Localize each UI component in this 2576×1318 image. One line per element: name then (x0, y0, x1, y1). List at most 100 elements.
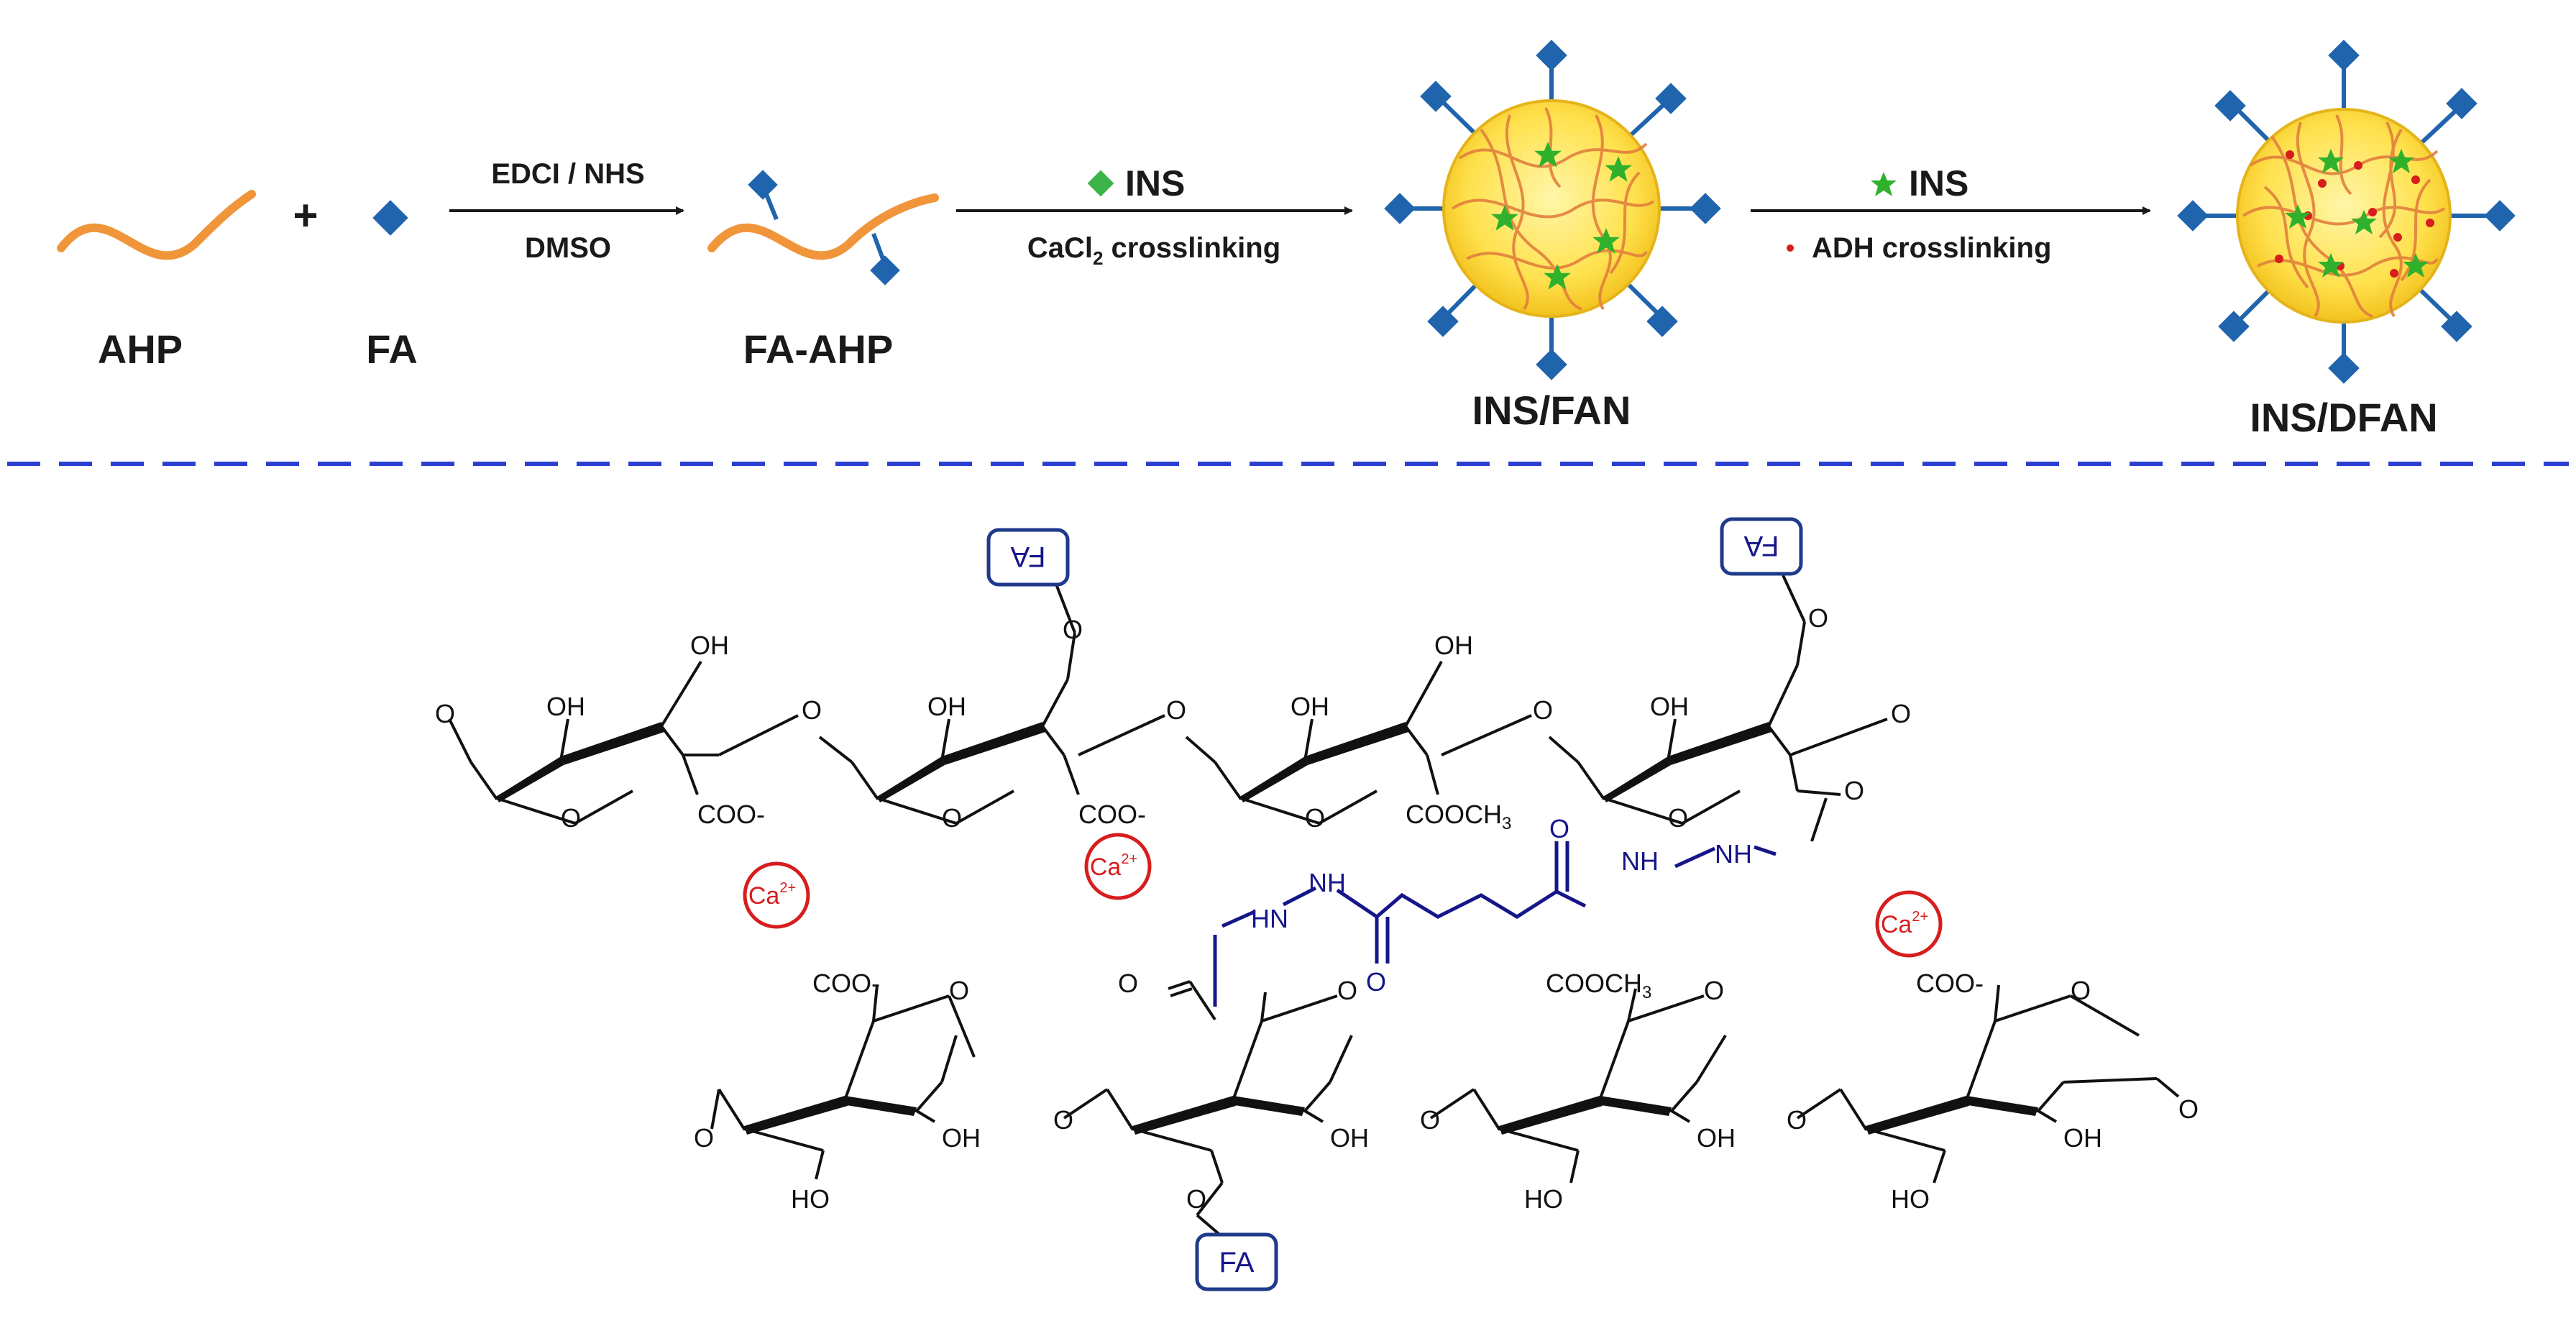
adh-crosslinker (1213, 841, 1777, 1007)
svg-text:HO: HO (1524, 1184, 1563, 1214)
svg-text:O: O (435, 699, 455, 728)
fa-tag[interactable]: FA (1720, 517, 1803, 576)
svg-text:COO-: COO- (1916, 969, 1984, 998)
svg-text:OH: OH (1697, 1123, 1736, 1153)
fa-ahp-group: FA-AHP (707, 170, 939, 372)
fa-ligand-icon (2214, 90, 2246, 122)
adh-crosslink-dots (2275, 150, 2434, 278)
svg-text:O: O (561, 803, 581, 833)
fa-ligand-icon (1536, 40, 1567, 71)
svg-text:O: O (1166, 695, 1186, 725)
svg-text:COO-: COO- (812, 969, 880, 998)
svg-text:O: O (1305, 803, 1325, 833)
svg-text:O: O (1420, 1105, 1440, 1135)
step3-crosslinker: ADH crosslinking (1812, 232, 2051, 264)
nanoparticle-core (1442, 99, 1661, 318)
svg-text:O: O (1337, 976, 1357, 1005)
step3-drug: INS (1909, 163, 1968, 203)
ins-dfan-nanoparticle: INS/DFAN (2177, 40, 2516, 440)
lower-chain-wedges (744, 1096, 2038, 1135)
svg-text:Ca2+: Ca2+ (748, 880, 796, 910)
fa-ahp-label: FA-AHP (743, 326, 893, 372)
calcium-ion: Ca2+ (1875, 890, 1943, 958)
step2-crosslinker: CaCl2 crosslinking (1027, 232, 1280, 269)
chemical-structure: FA FA FA Ca2+ Ca2+ Ca2+ O OH OH O (435, 517, 2199, 1291)
svg-text:O: O (942, 803, 962, 833)
svg-text:OH: OH (942, 1123, 981, 1153)
ahp-group: AHP (57, 190, 256, 372)
adh-to-ring-bond (1810, 797, 1828, 842)
svg-text:O: O (802, 695, 822, 725)
svg-text:O: O (2178, 1094, 2199, 1124)
svg-text:O: O (1808, 603, 1828, 633)
svg-text:O: O (1533, 695, 1553, 725)
svg-text:O: O (1063, 615, 1083, 644)
svg-text:OH: OH (2063, 1123, 2102, 1153)
fa-tag[interactable]: FA (1195, 1232, 1278, 1291)
upper-chain-wedges (496, 722, 1771, 802)
fa-ligand-icon (2328, 352, 2360, 384)
svg-text:NH: NH (1308, 868, 1346, 897)
svg-text:COO-: COO- (697, 800, 765, 829)
step3-arrow: INS ADH crosslinking (1751, 163, 2151, 264)
svg-text:O: O (1366, 967, 1386, 997)
svg-text:COOCH3: COOCH3 (1406, 800, 1511, 833)
ins-fan-nanoparticle: INS/FAN (1384, 40, 1721, 433)
svg-text:OH: OH (1291, 692, 1329, 721)
svg-text:FA: FA (1219, 1247, 1255, 1278)
adh-dot-icon (1787, 244, 1794, 252)
svg-text:COO-: COO- (1078, 800, 1146, 829)
fa-pendant-icon (748, 170, 778, 200)
upper-chain-labels: O OH OH O COO- O OH O O COO- O OH OH O C… (435, 603, 1911, 833)
fa-ligand-icon (2484, 200, 2516, 232)
svg-text:O: O (2071, 976, 2091, 1005)
svg-text:COOCH3: COOCH3 (1546, 969, 1651, 1002)
svg-text:HO: HO (1891, 1184, 1930, 1214)
step1-arrow: EDCI / NHS DMSO (449, 158, 684, 264)
svg-text:Ca2+: Ca2+ (1090, 851, 1137, 881)
svg-text:OH: OH (690, 631, 729, 660)
ins-fan-label: INS/FAN (1472, 388, 1631, 433)
svg-text:NH: NH (1621, 846, 1659, 876)
svg-text:O: O (949, 976, 969, 1005)
svg-text:FA: FA (1743, 530, 1779, 562)
fa-ahp-chain-icon (707, 193, 939, 260)
lower-chain-labels: COO- O O HO OH O O O OH O O COOCH3 O OH … (694, 969, 2199, 1214)
lower-chain-bonds (710, 980, 2180, 1238)
calcium-ion: Ca2+ (743, 861, 810, 929)
nanoparticle-core (2236, 108, 2452, 324)
insulin-diamond-icon (1087, 170, 1114, 197)
fa-tag[interactable]: FA (986, 528, 1070, 587)
svg-text:HO: HO (791, 1184, 830, 1214)
fa-group: FA (366, 200, 418, 372)
svg-text:O: O (694, 1123, 714, 1153)
ins-dfan-label: INS/DFAN (2250, 395, 2437, 440)
svg-text:O: O (1891, 699, 1911, 728)
calcium-ion: Ca2+ (1084, 833, 1152, 900)
step2-drug: INS (1125, 163, 1185, 203)
insulin-star-icon (1871, 172, 1897, 196)
svg-text:O: O (1844, 776, 1864, 805)
fa-ligand-icon (1690, 193, 1721, 224)
svg-text:O: O (1118, 969, 1138, 998)
fa-ligand-icon (2177, 200, 2209, 232)
step1-solvent: DMSO (525, 232, 611, 264)
svg-text:OH: OH (1650, 692, 1689, 721)
fa-ligand-icon (1384, 193, 1416, 224)
svg-text:O: O (1549, 814, 1569, 843)
plus-sign: + (293, 191, 318, 239)
fa-label: FA (366, 326, 418, 372)
fa-ligand-icon (2328, 40, 2360, 71)
fa-pendant-icon (870, 255, 900, 285)
svg-text:OH: OH (546, 692, 585, 721)
svg-text:OH: OH (927, 692, 966, 721)
fa-ligand-icon (1536, 349, 1567, 380)
ahp-chain-icon (57, 190, 256, 260)
svg-text:HN: HN (1251, 904, 1288, 933)
crosslinker-labels: HN NH O O NH NH (1251, 814, 1752, 997)
svg-text:NH: NH (1715, 839, 1752, 869)
polymer-network (2242, 114, 2446, 318)
svg-text:Ca2+: Ca2+ (1881, 909, 1928, 938)
fa-diamond-icon (372, 200, 408, 236)
